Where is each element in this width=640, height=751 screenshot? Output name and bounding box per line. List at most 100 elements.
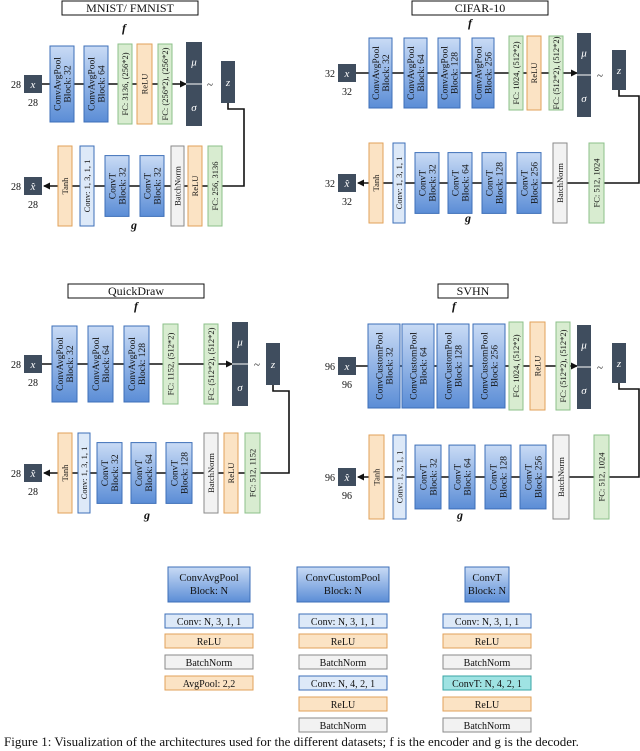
- layer-label: BatchNorm: [555, 163, 565, 203]
- layer-box: [529, 321, 546, 411]
- encoder-layer: ConvAvgPoolBlock: 32: [49, 45, 75, 123]
- layer-label: FC: (256*2), (256*2): [160, 47, 170, 120]
- layer-box: [207, 145, 223, 227]
- layer-label: Tanh: [60, 464, 70, 482]
- layer-box: [508, 321, 524, 411]
- legend-item-box: [442, 613, 532, 629]
- z-symbol: z: [270, 359, 276, 371]
- layer-box: [83, 45, 109, 123]
- layer-label: ConvTBlock: 32: [101, 454, 121, 491]
- decoder-layer: Tanh: [368, 142, 384, 224]
- tensor-box: [338, 357, 356, 375]
- layer-box: [165, 442, 193, 504]
- legend-item-box: [164, 675, 254, 691]
- tensor-height: 28: [11, 182, 21, 193]
- layer-label: ConvAvgPoolBlock: 32: [372, 46, 392, 100]
- tensor-width: 28: [28, 98, 38, 109]
- layer-box: [508, 35, 524, 111]
- legend-item-label: Conv: N, 3, 1, 1: [177, 617, 241, 628]
- decoder-layer: ConvTBlock: 32: [139, 155, 165, 217]
- mu-symbol: μ: [236, 337, 243, 349]
- legend-item: ReLU: [164, 633, 254, 649]
- legend-header-box: [464, 566, 510, 603]
- layer-box: [130, 442, 157, 504]
- layer-box: [87, 325, 114, 403]
- layer-box: [51, 325, 78, 403]
- panel-title: SVHN: [457, 284, 490, 298]
- z-box: [221, 61, 235, 103]
- latent-params: μσ: [577, 325, 591, 409]
- legend-item-label: BatchNorm: [464, 658, 511, 669]
- layer-box: [368, 434, 385, 520]
- layer-label: ConvCustomPoolBlock: 64: [409, 332, 429, 400]
- layer-box: [170, 145, 185, 227]
- decoder-layer: BatchNorm: [170, 145, 185, 227]
- decoder-layer: ConvTBlock: 256: [516, 152, 542, 214]
- panel-title: QuickDraw: [108, 284, 164, 298]
- layer-box: [403, 37, 428, 109]
- legend-item: BatchNorm: [164, 654, 254, 670]
- layer-label: ConvTBlock: 256: [524, 456, 544, 498]
- decoder-layer: ConvTBlock: 128: [484, 444, 512, 510]
- panel-title-box: [411, 0, 549, 16]
- layer-label: BatchNorm: [206, 453, 216, 493]
- layer-label: ConvAvgPoolBlock: 64: [92, 337, 112, 391]
- layer-box: [414, 444, 442, 510]
- layer-box: [244, 432, 261, 514]
- encoder-layer: FC: 1152, (512*2): [162, 323, 179, 405]
- tensor-symbol: x: [30, 79, 36, 91]
- decoder-label: g: [464, 211, 471, 225]
- layer-box: [392, 434, 407, 520]
- layer-box: [472, 323, 506, 409]
- encoder-layer: FC: (512*2), (512*2): [548, 35, 564, 111]
- legend-item: BatchNorm: [442, 717, 532, 733]
- decoder-layer: Tanh: [57, 432, 73, 514]
- encoder-layer: ConvAvgPoolBlock: 64: [83, 45, 109, 123]
- layer-label: ConvAvgPoolBlock: 128: [128, 337, 148, 391]
- legend-item-box: [298, 717, 388, 733]
- layer-box: [117, 43, 133, 125]
- encoder-layer: ConvAvgPoolBlock: 64: [87, 325, 114, 403]
- decoder-layer: FC: 512, 1152: [244, 432, 261, 514]
- sigma-symbol: σ: [237, 382, 243, 394]
- z-box: [266, 343, 280, 385]
- layer-label: FC: (512*2), (512*2): [558, 329, 568, 402]
- layer-box: [162, 323, 179, 405]
- encoder-label: f: [122, 21, 127, 35]
- legend-item-label: ReLU: [475, 637, 500, 648]
- decoder-label: g: [130, 218, 137, 232]
- latent-to-decoder-line: [609, 383, 640, 478]
- decoder-layer: ConvTBlock: 32: [414, 152, 440, 214]
- layer-label: ReLU: [190, 176, 200, 197]
- layer-box: [392, 142, 406, 224]
- layer-box: [448, 444, 476, 510]
- legend-item: ReLU: [442, 696, 532, 712]
- layer-label: ConvAvgPoolBlock: 64: [407, 46, 427, 100]
- layer-label: Conv: 1, 3, 1, 1: [79, 447, 89, 500]
- encoder-label: f: [468, 16, 473, 30]
- mu-symbol: μ: [580, 340, 587, 352]
- layer-box: [447, 152, 473, 214]
- tensor-height: 96: [325, 473, 335, 484]
- decoder-layer: FC: 512, 1024: [593, 434, 610, 520]
- layer-label: ConvTBlock: 32: [419, 458, 439, 495]
- layer-label: Conv: 1, 3, 1, 1: [82, 160, 92, 213]
- decoder-layer: Conv: 1, 3, 1, 1: [392, 434, 407, 520]
- encoder-layer: FC: (256*2), (256*2): [157, 43, 173, 125]
- layer-label: ConvCustomPoolBlock: 256: [480, 332, 500, 400]
- encoder-layer: ReLU: [136, 43, 153, 125]
- tensor-box: [24, 75, 42, 93]
- panel-title: MNIST/ FMNIST: [86, 1, 174, 15]
- encoder-layer: ConvAvgPoolBlock: 64: [403, 37, 428, 109]
- layer-box: [203, 432, 219, 514]
- layer-box: [437, 37, 461, 109]
- mu-symbol: μ: [580, 48, 587, 60]
- layer-label: ConvTBlock: 128: [485, 162, 505, 204]
- layer-label: ConvTBlock: 64: [451, 164, 471, 201]
